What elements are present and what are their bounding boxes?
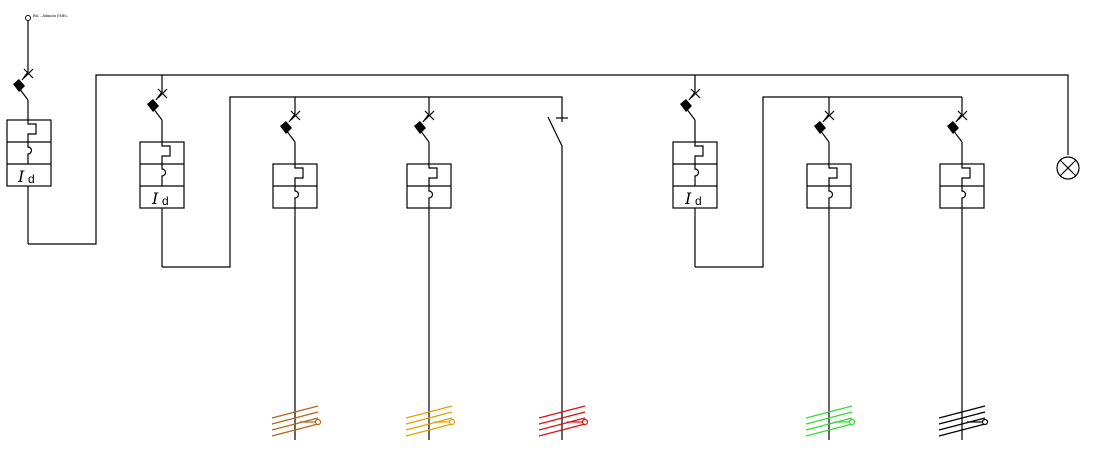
group2-rcd-box: I d [672,141,718,209]
outlet-black [938,405,989,437]
outlet-orange [405,405,456,437]
rcd-subscript: d [162,194,169,208]
circuit1-breaker [280,110,301,143]
outlet-brown [271,405,322,437]
group1-breaker [147,88,168,121]
main-breaker [13,68,34,101]
circuit5-mcb-box [939,163,985,209]
circuit1-mcb-box [272,163,318,209]
rcd-symbol: I [17,167,25,186]
circuit2-breaker [414,110,435,143]
lamp-cross-icon [1056,156,1080,180]
outlet-green [805,405,856,437]
circuit4-breaker [814,110,835,143]
rcd-symbol: I [151,189,159,208]
circuit4-mcb-box [806,163,852,209]
source-label: Bt1 - Allaccio ENEL [33,13,68,18]
rcd-symbol: I [684,189,692,208]
circuit2-mcb-box [406,163,452,209]
outlet-red [538,405,589,437]
main-rcd-box: I d [6,119,52,187]
rcd-subscript: d [695,194,702,208]
circuit3-switch [547,116,568,440]
rcd-subscript: d [28,172,35,186]
group1-rcd-box: I d [139,141,185,209]
circuit5-breaker [947,110,968,143]
group2-breaker [680,88,701,121]
source-terminal: Bt1 - Allaccio ENEL [25,13,68,21]
